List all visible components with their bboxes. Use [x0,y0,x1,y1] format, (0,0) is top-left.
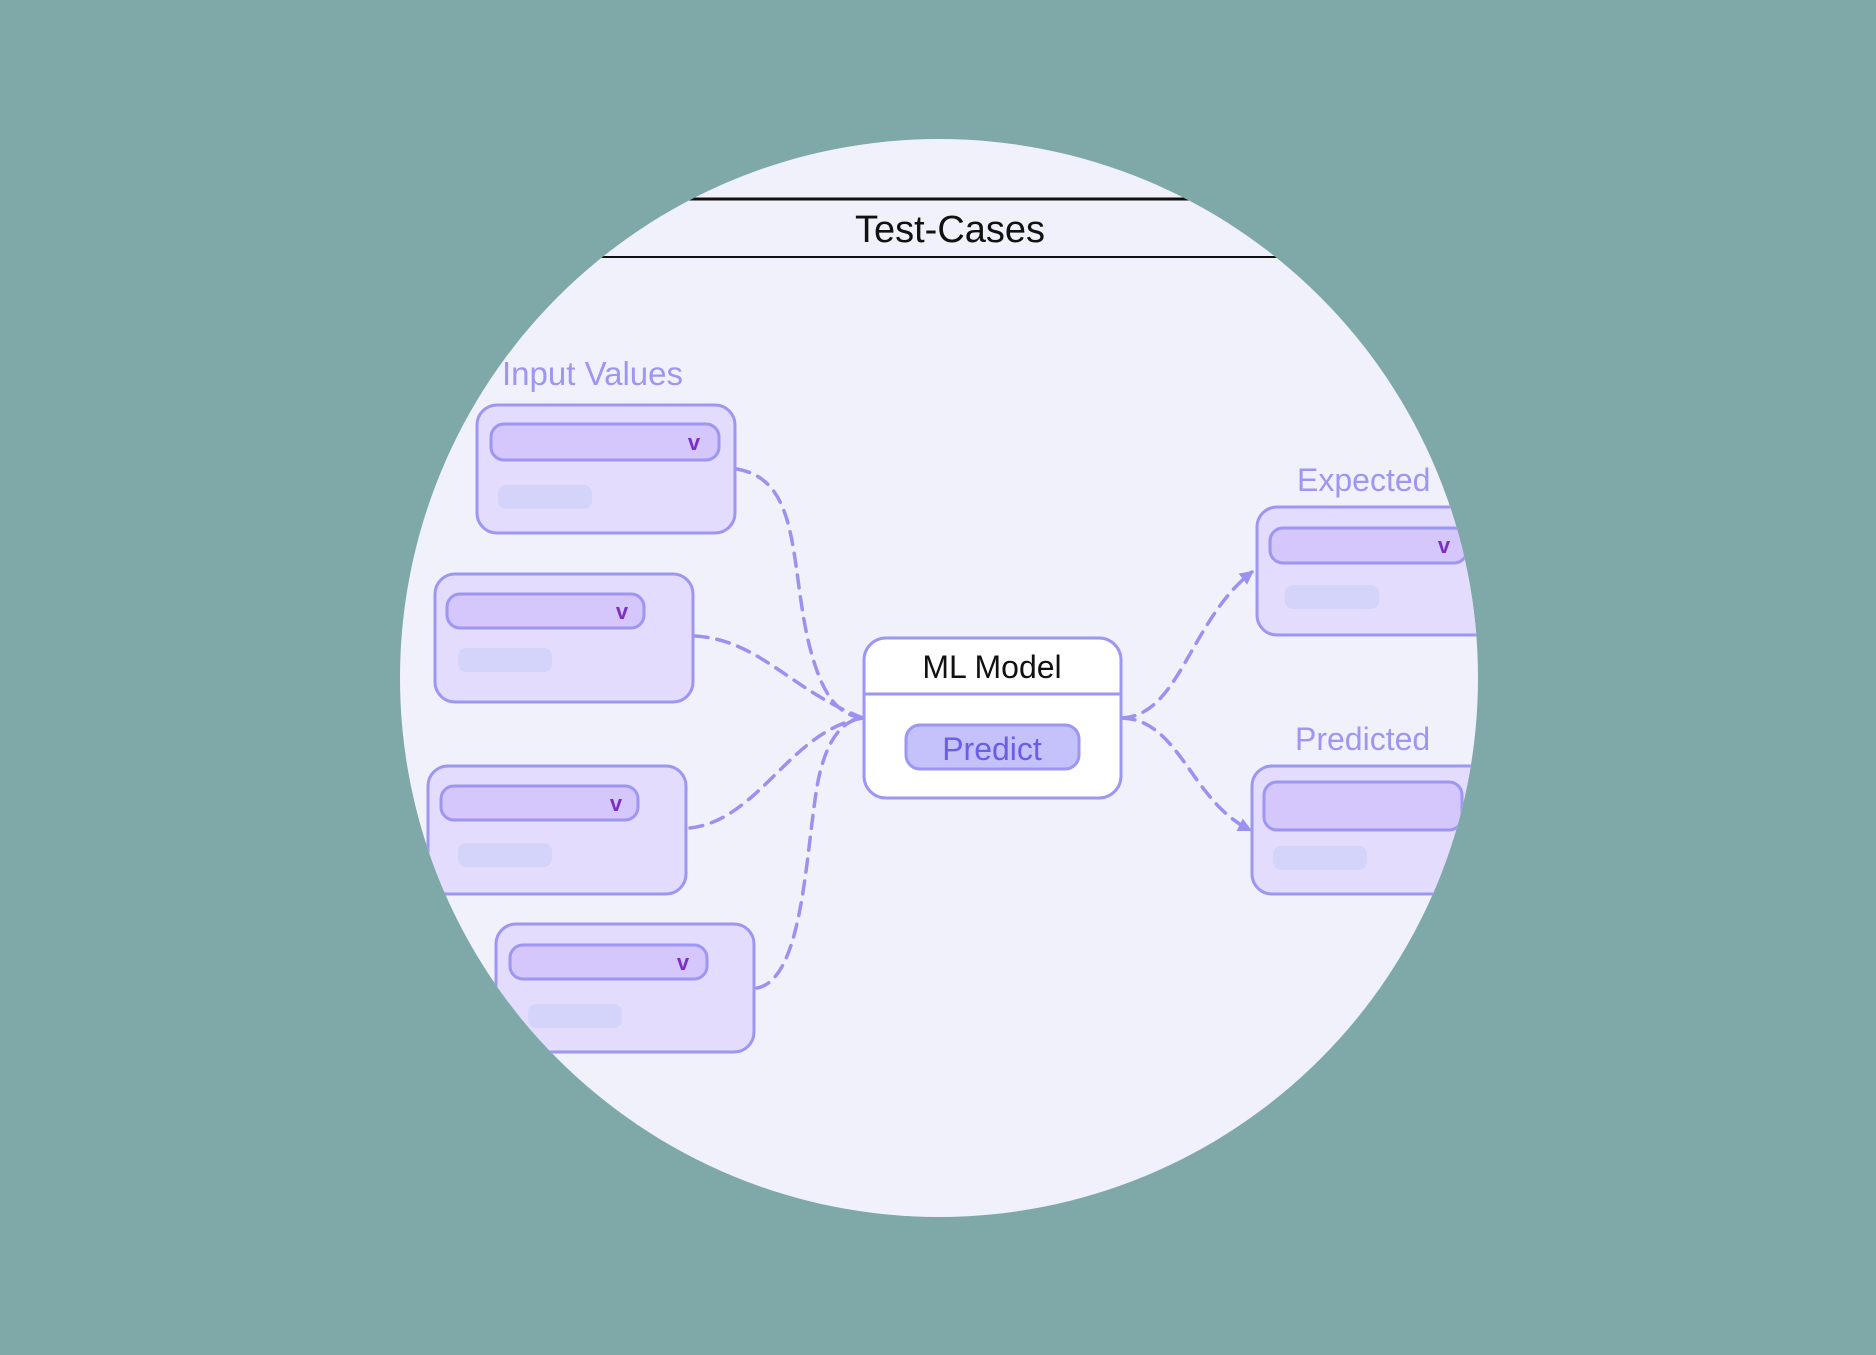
expected-label: Expected [1297,462,1430,498]
connector-to-expected [1120,570,1254,720]
ml-model-label: ML Model [922,649,1061,685]
connector-input-4 [755,716,865,990]
output-connectors [1120,570,1254,832]
predicted-output-field [1262,780,1464,832]
ml-model-node: ML Model Predict [862,636,1123,800]
input-select[interactable] [445,592,646,630]
predict-button-label: Predict [942,731,1042,767]
input-placeholder-bar [458,648,552,672]
connector-input-2 [693,634,865,720]
input-select[interactable] [508,943,709,981]
input-values-label: Input Values [502,355,683,392]
predicted-placeholder-bar [1273,846,1367,870]
chevron-down-icon[interactable]: v [1438,533,1451,558]
diagram-title: Test-Cases [855,209,1045,251]
input-card: v [433,572,695,704]
predicted-card [1250,764,1478,896]
input-placeholder-bar [498,485,592,509]
input-select[interactable] [439,784,640,822]
predicted-label: Predicted [1295,721,1430,757]
input-select[interactable] [489,422,721,462]
input-placeholder-bar [458,843,552,867]
input-connectors [688,467,865,990]
expected-card: v [1255,505,1478,637]
input-card: v [475,403,737,535]
chevron-down-icon[interactable]: v [616,599,629,624]
input-card: v [494,922,756,1054]
expected-placeholder-bar [1285,585,1379,609]
predict-button[interactable] [904,723,1081,771]
chevron-down-icon[interactable]: v [688,430,701,455]
input-placeholder-bar [528,1004,622,1028]
chevron-down-icon[interactable]: v [677,950,690,975]
chevron-down-icon[interactable]: v [610,791,623,816]
input-card: v [426,764,688,896]
diagram-content: Test-Cases Input Values v v [426,197,1478,1054]
connector-input-3 [688,716,865,830]
